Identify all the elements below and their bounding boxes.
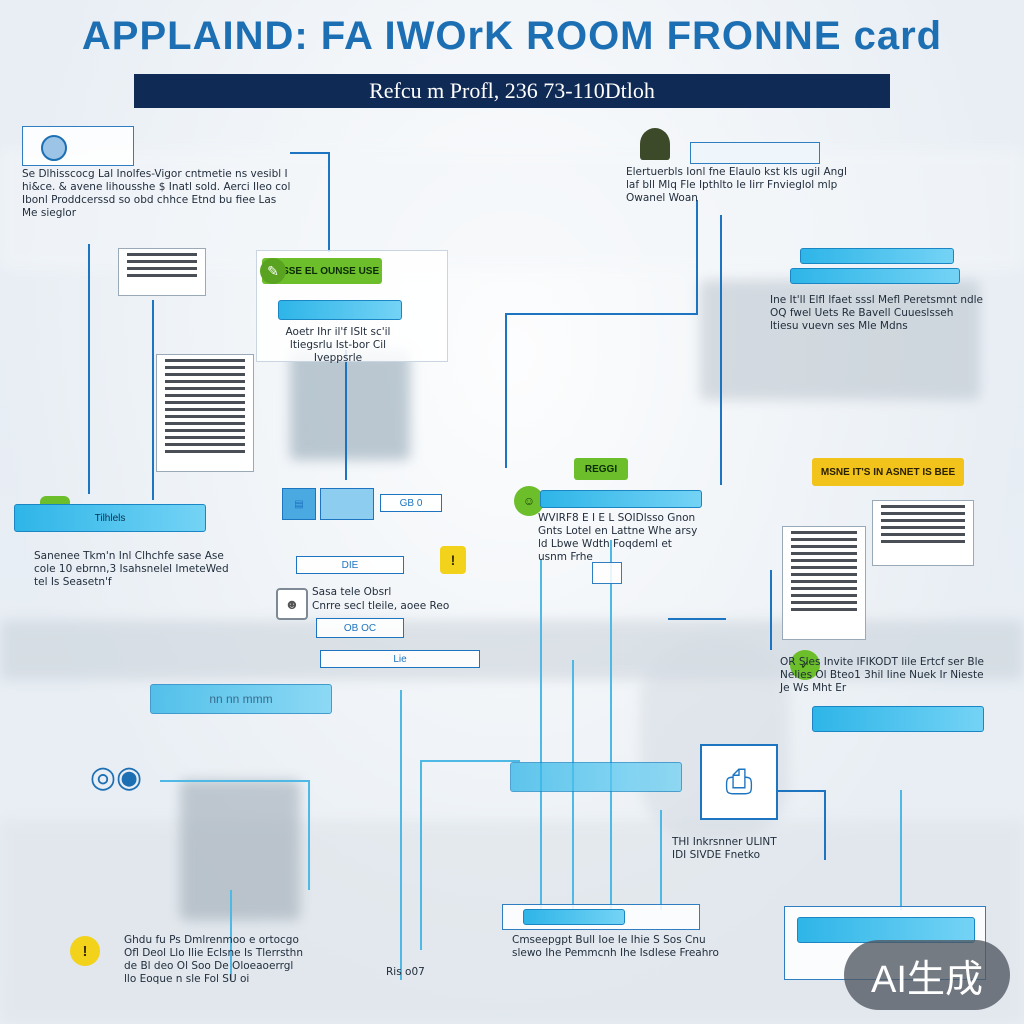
connector — [160, 780, 310, 782]
control-strip-label: DIE — [341, 559, 359, 571]
document-thumbnail[interactable] — [118, 248, 206, 296]
connector — [400, 690, 402, 980]
info-text-top-left: Se Dlhisscocg Lal Inolfes-Vigor cntmetie… — [22, 168, 291, 219]
info-text-right-lower: OR Sles Invite IFIKODT Iile Ertcf ser Bl… — [780, 656, 984, 694]
cyan-strip-left[interactable]: nn nn mmm — [150, 684, 332, 714]
small-frame[interactable] — [592, 562, 622, 584]
connector — [540, 560, 542, 920]
connector — [824, 790, 826, 860]
info-text-center: WVIRF8 E I E L SOIDlsso Gnon Gnts Lotel … — [538, 512, 698, 563]
document-page[interactable] — [156, 354, 254, 472]
connector — [308, 780, 310, 890]
glasses-icon: ◎◉ — [89, 760, 143, 794]
chat-icon: ✓ — [790, 650, 820, 680]
yellow-alert[interactable]: MSNE IT'S IN ASNET IS BEE — [812, 458, 964, 486]
bottom-small-label: Ris o07 — [386, 966, 425, 978]
cyan-strip-center[interactable] — [510, 762, 682, 792]
bg-shelf — [700, 280, 980, 400]
top-right-card — [690, 142, 820, 164]
warning-icon: ! — [70, 936, 100, 966]
small-card-title: Sasa tele Obsrl — [312, 586, 392, 598]
note-text: Aoetr Ihr il'f ISlt sc'il ltiegsrlu Ist-… — [285, 326, 391, 364]
progress-bar — [278, 300, 402, 320]
green-label-2[interactable]: REGGI — [574, 458, 628, 480]
connector — [290, 152, 330, 154]
chat-icon: ✎ — [260, 258, 286, 284]
toggle-pair[interactable]: GB 0 — [380, 494, 442, 512]
info-text-left: Sanenee Tkm'n Inl Clhchfe sase Ase cole … — [34, 550, 229, 588]
connector — [505, 313, 698, 315]
info-text-center-lower: THI Inkrsnner ULINT IDI SIVDE Fnetko — [672, 836, 777, 861]
cyan-strip-label: nn nn mmm — [209, 692, 273, 706]
connector — [420, 760, 422, 950]
connector — [420, 760, 520, 762]
connector — [696, 200, 698, 315]
connector — [88, 244, 90, 494]
connector — [152, 300, 154, 500]
document-right-2[interactable] — [782, 526, 866, 640]
connector — [770, 570, 772, 650]
control-strip[interactable]: DIE — [296, 556, 404, 574]
page-title: APPLAIND: FA IWOrK ROOM FRONNE card — [81, 14, 943, 58]
bottom-toolbar-fill — [523, 909, 625, 925]
connector — [660, 810, 662, 910]
connector — [505, 313, 507, 468]
status-bar-right-3 — [812, 706, 984, 732]
connector — [230, 890, 232, 980]
panel-button[interactable] — [320, 488, 374, 520]
slider-strip[interactable]: Lie — [320, 650, 480, 668]
bg-monitor — [290, 350, 410, 460]
info-text-right: Ine It'll Elfl lfaet sssl Mefl Peretsmnt… — [770, 294, 984, 332]
subtitle-bar: Refcu m Profl, 236 73-110Dtloh — [134, 74, 890, 108]
warning-icon: ! — [440, 546, 466, 574]
toggle-pair-label: GB 0 — [399, 497, 423, 509]
printer-icon: ⎙ — [700, 744, 778, 820]
chat-icon: ☺ — [514, 486, 544, 516]
left-tab-label: Tilhlels — [94, 512, 126, 524]
info-text-top-right: Elertuerbls Ionl fne Elaulo kst kls ugil… — [626, 166, 847, 204]
connector — [345, 350, 347, 480]
slider-strip-label: Lie — [393, 653, 407, 665]
connector — [328, 152, 330, 252]
user-avatar-icon: ☻ — [276, 588, 308, 620]
bottom-toolbar[interactable] — [502, 904, 700, 930]
connector — [900, 790, 902, 910]
left-tab[interactable]: Tilhlels — [14, 504, 206, 532]
status-bar-right — [800, 248, 954, 264]
connector — [610, 540, 612, 910]
profile-chip[interactable] — [22, 126, 134, 166]
connector — [760, 790, 826, 792]
status-bar-right-2 — [790, 268, 960, 284]
folder-icon: ▤ — [294, 498, 304, 510]
document-right[interactable] — [872, 500, 974, 566]
person-icon — [640, 128, 670, 160]
progress-bar-2 — [540, 490, 702, 508]
small-card-text: Cnrre secl tleile, aoee Reo — [312, 600, 450, 612]
ai-generated-badge: AI生成 — [844, 940, 1010, 1010]
user-avatar-icon — [41, 135, 67, 161]
folder-button[interactable]: ▤ — [282, 488, 316, 520]
connector — [668, 618, 726, 620]
bg-chair — [180, 780, 300, 920]
option-pair[interactable]: OB OC — [316, 618, 404, 638]
option-pair-label: OB OC — [343, 622, 377, 634]
info-text-bottom-center: Cmseepgpt Bull Ioe Ie Ihie S Sos Cnu sle… — [512, 934, 719, 959]
connector — [720, 215, 722, 485]
info-text-bottom-left: Ghdu fu Ps Dmlrenmoo e ortocgo Ofl Deol … — [124, 934, 303, 985]
